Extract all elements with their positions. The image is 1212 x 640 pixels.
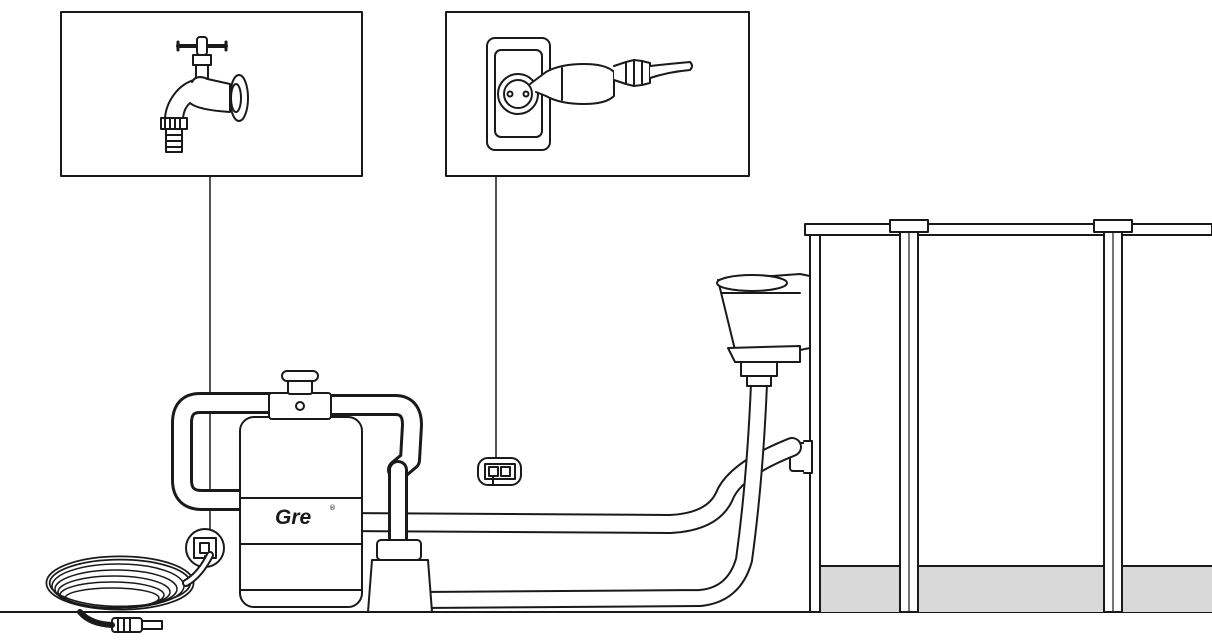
skimmer-hose — [411, 375, 768, 609]
water-tap-icon — [160, 36, 249, 153]
socket-tag — [477, 457, 522, 486]
pool-water — [812, 566, 1212, 612]
tap-tag — [185, 528, 225, 568]
brand-registered-mark: ® — [329, 504, 336, 512]
filter-loop-hose — [171, 392, 423, 511]
coiled-garden-hose — [45, 551, 214, 633]
filter-tank — [239, 370, 363, 608]
brand-logo-text: Gre — [275, 506, 312, 529]
pump-motor — [367, 539, 433, 613]
power-plug-icon — [486, 37, 693, 151]
skimmer — [716, 273, 811, 387]
pool-wall — [804, 219, 1212, 613]
brand-logo: Gre ® — [275, 504, 336, 529]
